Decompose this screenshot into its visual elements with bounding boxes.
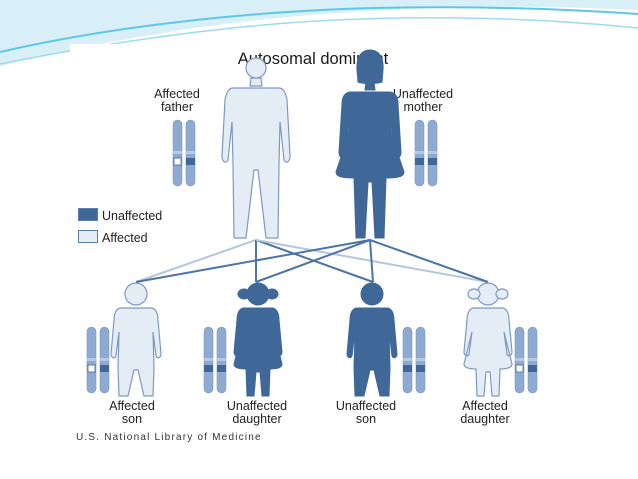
child-4-line2: daughter <box>460 412 510 426</box>
child-4-line1: Affected <box>462 399 508 413</box>
mother-label-line1: Unaffected <box>392 87 454 101</box>
legend-affected: Affected <box>78 230 148 245</box>
child-2-line2: daughter <box>232 412 282 426</box>
father-figure <box>221 57 291 239</box>
child-4-figure <box>463 282 513 397</box>
father-label: Affected father <box>132 88 222 114</box>
figure-title: Autosomal dominant <box>237 50 389 68</box>
child-2-line1: Unaffected <box>226 399 288 413</box>
inheritance-lines <box>135 239 489 283</box>
child-label-4: Affected daughter <box>440 400 530 426</box>
mother-figure <box>335 49 405 239</box>
unaffected-swatch <box>78 208 98 221</box>
mother-chromosomes <box>414 119 438 187</box>
child-3-chromosomes <box>402 326 426 394</box>
source-credit: U.S. National Library of Medicine <box>76 432 262 443</box>
father-label-line2: father <box>161 100 193 114</box>
father-label-line1: Affected <box>154 87 200 101</box>
affected-swatch <box>78 230 98 243</box>
child-label-3: Unaffected son <box>319 400 413 426</box>
legend-unaffected-label: Unaffected <box>102 209 163 223</box>
pedigree-figure: Autosomal dominant Affected father Unaff… <box>70 44 556 444</box>
child-1-figure <box>110 282 162 397</box>
child-label-2: Unaffected daughter <box>210 400 304 426</box>
child-label-1: Affected son <box>92 400 172 426</box>
legend-unaffected: Unaffected <box>78 208 162 223</box>
child-3-figure <box>346 282 398 397</box>
father-chromosomes <box>172 119 196 187</box>
child-1-chromosomes <box>86 326 110 394</box>
child-2-chromosomes <box>203 326 227 394</box>
mother-label-line2: mother <box>403 100 443 114</box>
child-2-figure <box>233 282 283 397</box>
child-1-line2: son <box>121 412 143 426</box>
child-4-chromosomes <box>514 326 538 394</box>
child-1-line1: Affected <box>109 399 155 413</box>
child-3-line2: son <box>355 412 377 426</box>
legend-affected-label: Affected <box>102 231 148 245</box>
mother-label: Unaffected mother <box>373 88 473 114</box>
child-3-line1: Unaffected <box>335 399 397 413</box>
